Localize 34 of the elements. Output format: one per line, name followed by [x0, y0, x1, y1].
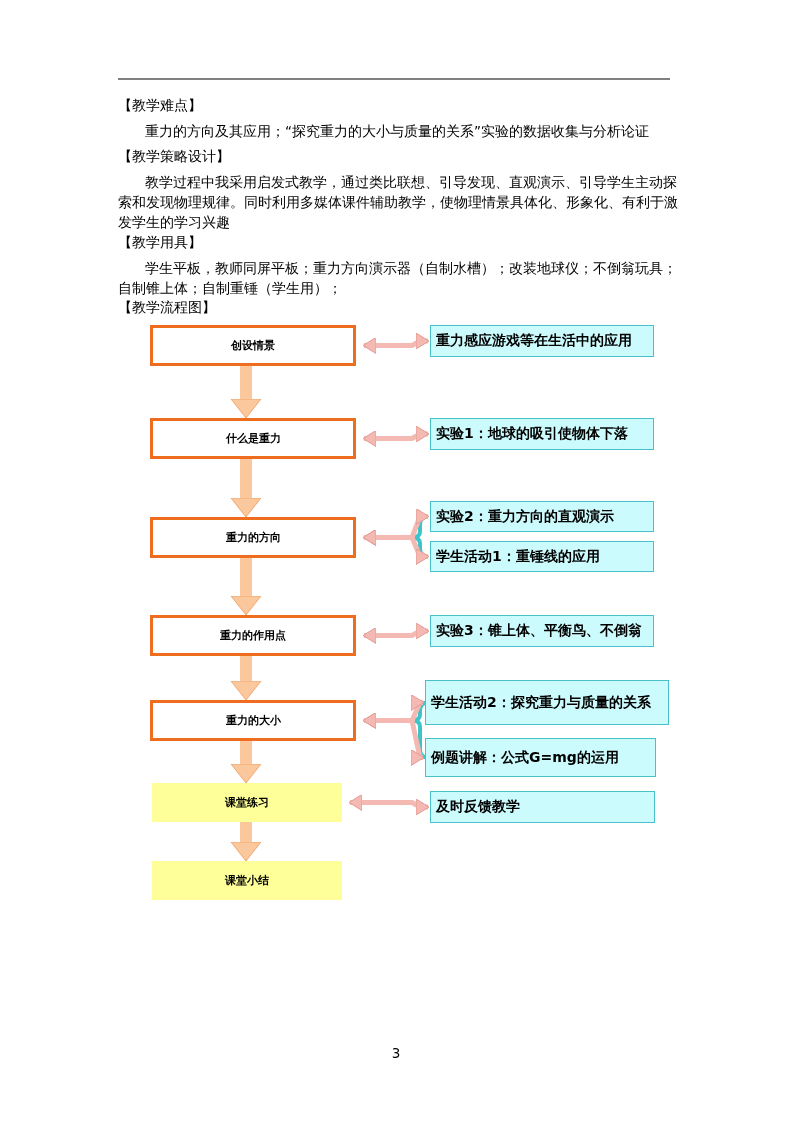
- note-box: 及时反馈教学: [430, 791, 655, 823]
- note-box: 实验2：重力方向的直观演示: [430, 501, 654, 532]
- section-heading: 【教学流程图】: [118, 298, 217, 317]
- arrow: [362, 529, 430, 565]
- arrow: [348, 794, 430, 816]
- process-box: 课堂练习: [152, 783, 342, 822]
- arrow: [230, 558, 262, 616]
- note-box: 重力感应游戏等在生活中的应用: [430, 325, 654, 357]
- note-box: 学生活动1：重锤线的应用: [430, 541, 654, 572]
- arrow: [362, 425, 430, 447]
- process-box: 重力的作用点: [150, 615, 356, 656]
- section-heading: 【教学用具】: [118, 233, 203, 252]
- process-box: 课堂小结: [152, 861, 342, 900]
- arrow: [362, 332, 430, 354]
- process-box: 重力的方向: [150, 517, 356, 558]
- section-heading: 【教学策略设计】: [118, 147, 231, 166]
- paragraph: 学生平板，教师同屏平板；重力方向演示器（自制水槽）；改装地球仪；不倒翁玩具；自制锥上体；自制重锤（学生用）；: [118, 259, 678, 298]
- process-box: 重力的大小: [150, 700, 356, 741]
- paragraph: 重力的方向及其应用；“探究重力的大小与质量的关系”实验的数据收集与分析论证: [144, 122, 650, 141]
- note-box: 实验3：锥上体、平衡鸟、不倒翁: [430, 615, 654, 647]
- page-number: 3: [390, 1044, 402, 1063]
- note-box: 学生活动2：探究重力与质量的关系: [425, 680, 669, 725]
- arrow: [362, 622, 430, 644]
- arrow: [230, 366, 262, 419]
- arrow: [230, 656, 262, 701]
- arrow: [362, 712, 425, 766]
- note-box: 例题讲解：公式G=mg的运用: [425, 738, 656, 777]
- paragraph: 教学过程中我采用启发式教学，通过类比联想、引导发现、直观演示、引导学生主动探索和发现物理规律。同时利用多媒体课件辅助教学，使物理情景具体化、形象化、有利于激发学生的学习兴趣: [118, 173, 679, 232]
- process-box: 创设情景: [150, 325, 356, 366]
- section-heading: 【教学难点】: [118, 96, 203, 115]
- note-box: 实验1：地球的吸引使物体下落: [430, 418, 654, 450]
- arrow: [230, 459, 262, 518]
- arrow: [230, 822, 262, 862]
- process-box: 什么是重力: [150, 418, 356, 459]
